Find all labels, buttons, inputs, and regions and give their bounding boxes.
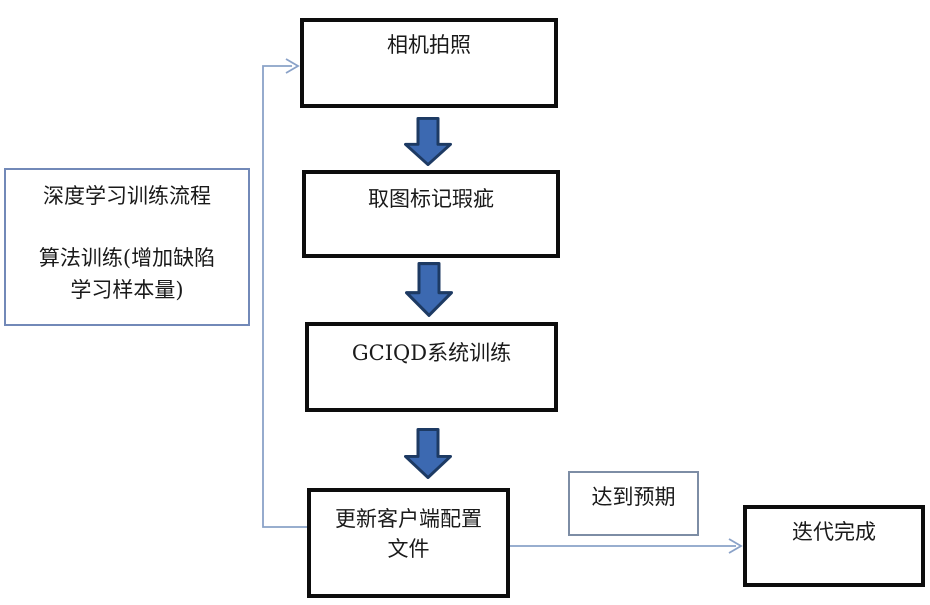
- flowchart-node-iteration-done: 迭代完成: [743, 505, 925, 587]
- side-note-box: 深度学习训练流程 算法训练(增加缺陷 学习样本量): [4, 168, 250, 326]
- down-block-arrow-icon-3: [404, 428, 452, 479]
- down-block-arrow-icon-2: [405, 262, 453, 317]
- branch-arrowhead-icon: [728, 538, 743, 554]
- flowchart-node-system-training: GCIQD系统训练: [305, 322, 558, 412]
- node-camera-label: 相机拍照: [387, 33, 471, 57]
- flowchart-node-camera: 相机拍照: [300, 18, 558, 108]
- flowchart-node-update-config: 更新客户端配置 文件: [307, 488, 510, 598]
- side-note-line2: 算法训练(增加缺陷: [38, 246, 216, 270]
- side-note-line3: 学习样本量): [70, 278, 184, 302]
- loop-connector-line: [262, 65, 307, 528]
- node-update-config-label-line2: 文件: [387, 537, 430, 561]
- branch-condition-box: 达到预期: [568, 471, 699, 536]
- node-update-config-label-line1: 更新客户端配置: [335, 507, 482, 531]
- node-iteration-done-label: 迭代完成: [792, 520, 876, 544]
- side-note-line1: 深度学习训练流程: [43, 184, 211, 208]
- flowchart-node-mark-defects: 取图标记瑕疵: [302, 170, 560, 258]
- node-mark-defects-label: 取图标记瑕疵: [368, 187, 494, 211]
- down-block-arrow-icon-1: [404, 117, 452, 166]
- loop-arrowhead-icon: [285, 58, 300, 74]
- branch-condition-label: 达到预期: [591, 485, 676, 509]
- node-system-training-label: GCIQD系统训练: [351, 341, 512, 365]
